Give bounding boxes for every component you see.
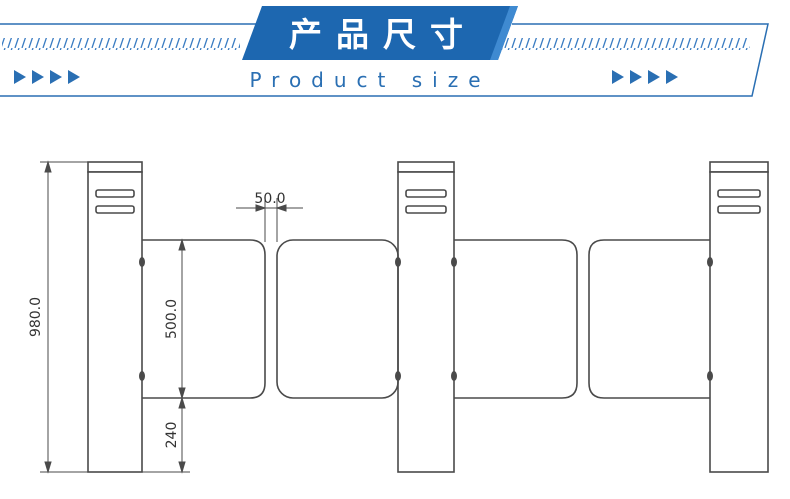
title-plate-shade (490, 6, 518, 60)
pillar-right (709, 161, 769, 473)
banner-outline (0, 23, 769, 97)
pillar-center (397, 161, 455, 473)
gate-wing-3 (454, 239, 578, 399)
product-size-banner: 产品尺寸 Product size (0, 0, 790, 100)
label-bottom-clearance: 240 (164, 422, 180, 449)
hatch-strip-right (498, 38, 750, 50)
dim-gate-height (172, 238, 190, 400)
title-plate (242, 6, 518, 60)
gate-wing-1 (142, 239, 266, 399)
title-english: Product size (249, 68, 491, 92)
label-total-height: 980.0 (28, 297, 44, 337)
dim-bottom-clearance (142, 396, 190, 474)
pillar-left (87, 161, 143, 473)
gate-wing-4 (588, 239, 710, 399)
hinge-marks (139, 257, 713, 381)
label-gap-width: 50.0 (254, 191, 285, 207)
drawing-svg: 980.0 500.0 240 50.0 (28, 160, 769, 474)
arrows-left-icon (14, 70, 80, 84)
dim-total-height (40, 160, 88, 474)
arrows-right-icon (612, 70, 678, 84)
label-gate-height: 500.0 (164, 299, 180, 339)
turnstile-drawing: 980.0 500.0 240 50.0 (0, 130, 790, 495)
gate-wing-2 (276, 239, 399, 399)
title-chinese: 产品尺寸 (289, 15, 477, 54)
dim-gap-width (236, 198, 303, 242)
banner-frame (0, 6, 769, 97)
hatch-strip-left (2, 38, 240, 50)
